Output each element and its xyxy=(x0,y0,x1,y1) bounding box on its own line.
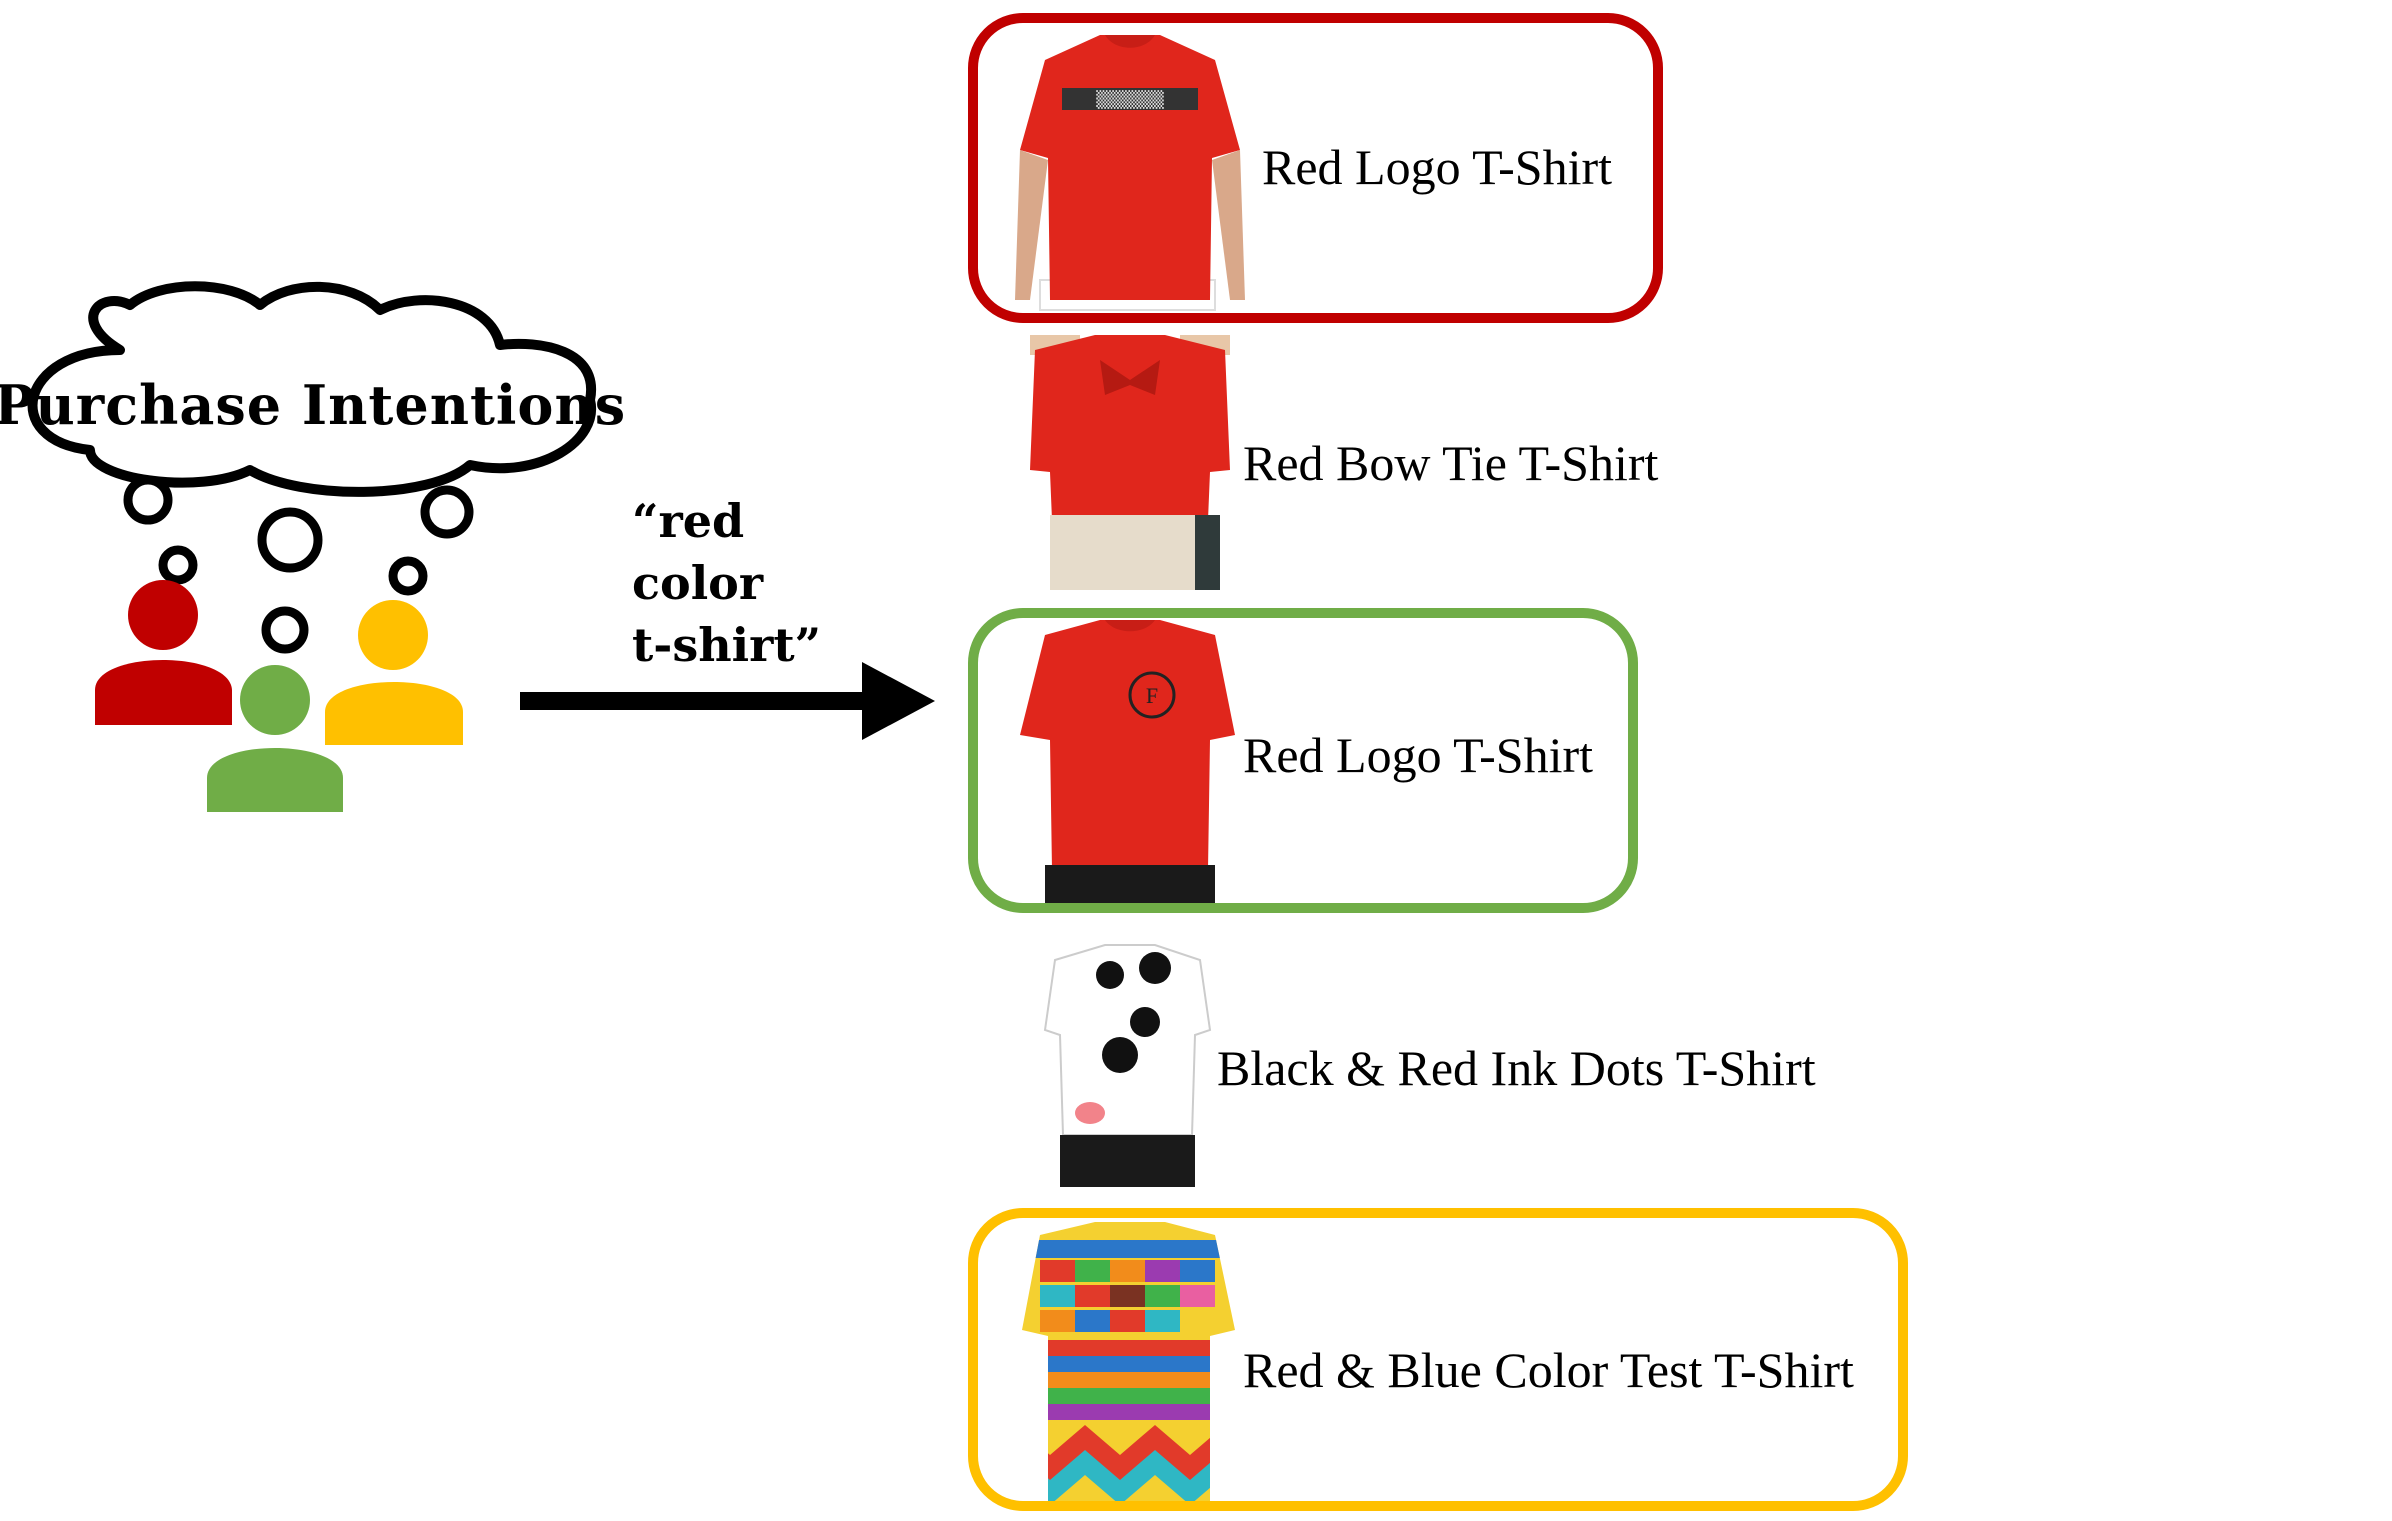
green-user-icon xyxy=(207,665,343,812)
red-logo-emblem-tshirt-icon: F xyxy=(1020,620,1235,905)
red-logo-tshirt-icon: ▒▒▒▒▒▒▒ xyxy=(1015,35,1245,311)
result-item-label[interactable]: Red Logo T-Shirt xyxy=(1262,139,1613,195)
svg-text:▒▒▒▒▒▒▒: ▒▒▒▒▒▒▒ xyxy=(1096,90,1164,109)
purchase-intentions-label: Purchase Intentions xyxy=(0,373,627,437)
result-highlight-green xyxy=(968,608,1638,913)
result-highlight-red xyxy=(968,13,1663,323)
thought-bubble-circle xyxy=(123,475,173,525)
red-bow-tie-tshirt-icon xyxy=(1030,335,1230,590)
search-query-line: “red xyxy=(632,494,745,548)
result-item-label[interactable]: Red Logo T-Shirt xyxy=(1243,727,1594,783)
search-query-line: t-shirt” xyxy=(632,618,822,672)
thought-bubble-circle xyxy=(261,606,309,654)
thought-bubble-circle xyxy=(158,545,198,585)
query-arrow-icon xyxy=(520,662,935,740)
color-test-tshirt-icon xyxy=(1022,1222,1235,1505)
search-query: “red color t-shirt” xyxy=(632,490,932,676)
thought-bubble-circle xyxy=(257,507,323,573)
thought-bubble-circle xyxy=(420,485,474,539)
thought-cloud-icon xyxy=(27,281,597,497)
result-item-label[interactable]: Red Bow Tie T-Shirt xyxy=(1243,435,1659,491)
search-query-line: color xyxy=(632,556,764,610)
result-item-label[interactable]: Black & Red Ink Dots T-Shirt xyxy=(1217,1040,1816,1096)
red-user-icon xyxy=(95,580,232,725)
thought-bubbles xyxy=(123,475,474,654)
svg-text:F: F xyxy=(1146,683,1158,708)
ink-dots-tshirt-icon xyxy=(1043,944,1212,1187)
result-highlight-yellow xyxy=(968,1208,1908,1511)
result-item-label[interactable]: Red & Blue Color Test T-Shirt xyxy=(1243,1342,1854,1398)
yellow-user-icon xyxy=(325,600,463,745)
thought-bubble-circle xyxy=(388,556,428,596)
